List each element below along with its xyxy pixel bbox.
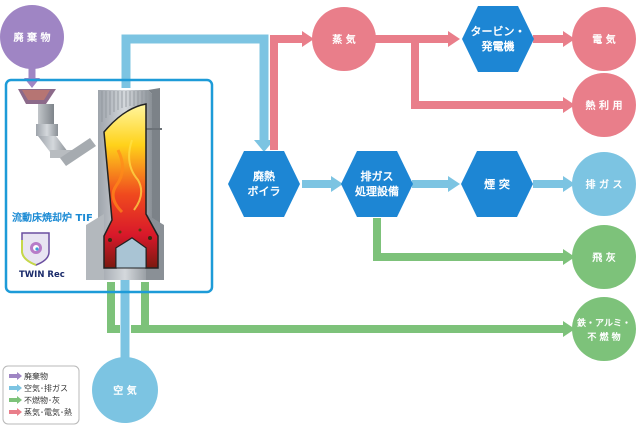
arrowhead-icon (563, 31, 575, 47)
fly-ash-label: 飛 灰 (591, 251, 615, 264)
legend-label: 不燃物･灰 (24, 395, 60, 405)
node-steam: 蒸 気 (312, 7, 376, 71)
air-label: 空 気 (113, 384, 136, 397)
flow-steam-to-heat (411, 39, 575, 113)
legend-arrow-icon (17, 372, 22, 380)
arrowhead-icon (254, 140, 274, 152)
fluidized-bed-furnace-illustration (86, 88, 164, 280)
node-gas-treatment: 排ガス 処理設備 (341, 151, 413, 217)
gas-treatment-label-line2: 処理設備 (354, 184, 399, 198)
node-fly-ash: 飛 灰 (572, 225, 636, 289)
node-waste-input: 廃 棄 物 (0, 5, 64, 69)
flow-furnace-to-boiler (121, 34, 274, 152)
flow-air-to-furnace (115, 268, 135, 360)
twinrec-logo: TWIN Rec (19, 232, 65, 280)
legend-item-waste: 廃棄物 (9, 371, 48, 381)
boiler-label-line1: 廃熱 (253, 169, 275, 183)
arrowhead-icon (331, 176, 343, 192)
furnace-frame (4, 78, 214, 294)
node-waste-heat-boiler: 廃熱 ボイラ (228, 151, 300, 217)
arrowhead-icon (302, 31, 314, 47)
legend-arrow-icon (17, 384, 22, 392)
metals-label-line1: 鉄・アルミ・ (577, 317, 631, 329)
flow-gas-treatment-to-fly-ash (373, 218, 575, 265)
node-heat-use: 熱 利 用 (572, 73, 636, 137)
furnace-label: 流動床焼却炉 TIF (12, 211, 93, 224)
arrowhead-icon (448, 176, 460, 192)
legend: 廃棄物 空気･排ガス 不燃物･灰 蒸気･電気･熱 (2, 365, 80, 425)
turbine-label-line2: 発電機 (481, 39, 515, 53)
heat-use-label: 熱 利 用 (586, 99, 623, 112)
node-exhaust-gas: 排 ガ ス (572, 152, 636, 216)
steam-label: 蒸 気 (332, 33, 355, 46)
legend-label: 蒸気･電気･熱 (24, 407, 72, 417)
flow-turbine-to-electricity (533, 31, 575, 47)
arrowhead-icon (563, 249, 575, 265)
node-metals-incombustibles: 鉄・アルミ・ 不 燃 物 (572, 297, 636, 361)
gas-treatment-label-line1: 排ガス (361, 169, 394, 183)
legend-label: 空気･排ガス (24, 383, 68, 393)
flow-boiler-to-gas-treatment (302, 176, 343, 192)
boiler-label-line2: ボイラ (248, 184, 281, 198)
twinrec-logo-text: TWIN Rec (19, 270, 65, 280)
node-stack: 煙 突 (461, 151, 533, 217)
exhaust-gas-label: 排 ガ ス (586, 178, 623, 191)
node-electricity: 電 気 (572, 7, 636, 71)
stack-label: 煙 突 (484, 177, 510, 191)
arrowhead-icon (448, 31, 460, 47)
arrowhead-icon (563, 97, 575, 113)
flow-gas-treatment-to-stack (412, 176, 460, 192)
legend-item-steam: 蒸気･電気･熱 (9, 407, 72, 417)
legend-label: 廃棄物 (24, 371, 48, 381)
legend-item-ash: 不燃物･灰 (9, 395, 60, 405)
legend-arrow-icon (17, 408, 22, 416)
flow-stack-to-exhaust (533, 176, 575, 192)
arrowhead-icon (563, 176, 575, 192)
node-air: 空 気 (92, 357, 158, 423)
node-turbine-generator: タービン・ 発電機 (462, 6, 534, 72)
legend-item-air-gas: 空気･排ガス (9, 383, 68, 393)
waste-input-label: 廃 棄 物 (14, 31, 51, 44)
waste-hopper-illustration (18, 89, 96, 166)
flow-boiler-to-steam (270, 31, 314, 150)
electricity-label: 電 気 (592, 33, 615, 46)
flow-furnace-to-metals (107, 282, 575, 337)
metals-label-line2: 不 燃 物 (587, 331, 620, 343)
legend-arrow-icon (17, 396, 22, 404)
flow-waste-to-hopper (24, 66, 40, 88)
turbine-label-line1: タービン・ (471, 24, 526, 38)
arrowhead-icon (563, 321, 575, 337)
